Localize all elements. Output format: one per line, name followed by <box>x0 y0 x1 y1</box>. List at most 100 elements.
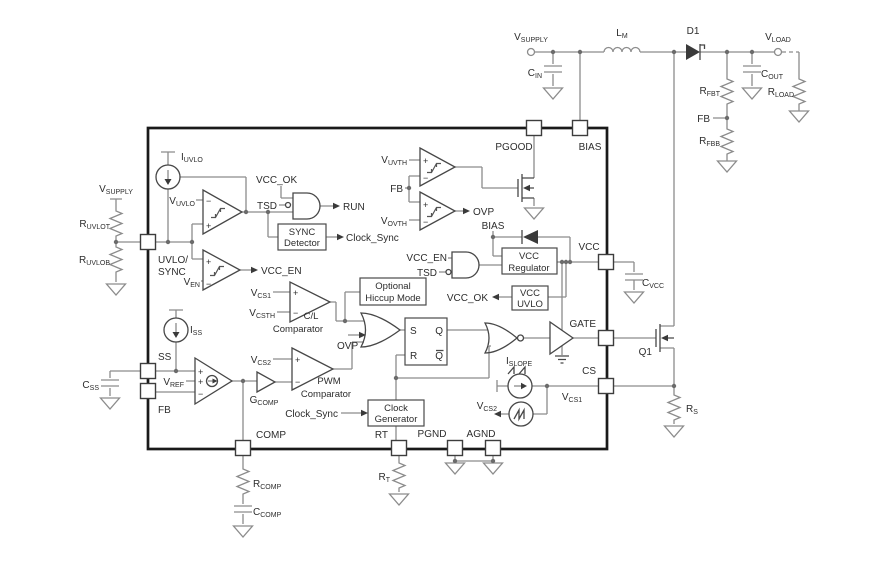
pgood-pin-label: PGOOD <box>495 142 532 153</box>
iuvlo-label: IUVLO <box>181 152 203 164</box>
vcc-ok-signal-label: VCC_OK <box>256 175 297 186</box>
error-amp-section: ISS CSS + + − VREF GCOMP + − VCS2 PWM Co… <box>82 309 351 538</box>
bias-signal-label: BIAS <box>482 221 505 232</box>
minus-sign: − <box>198 389 203 399</box>
sr-latch-block <box>404 317 448 366</box>
iss-label: ISS <box>190 325 202 337</box>
ground-symbol <box>523 207 545 220</box>
junction-dot <box>724 49 730 55</box>
pin-ss <box>139 362 157 380</box>
junction-dot <box>342 318 348 324</box>
uvlo-comparator <box>202 188 244 236</box>
vcc-regulator-block <box>501 247 558 275</box>
hiccup-mode-text: Hiccup Mode <box>365 293 420 304</box>
diode-d1 <box>686 44 706 60</box>
vcs2-label: VCS2 <box>251 355 271 367</box>
vuvlo-label: VUVLO <box>169 196 195 208</box>
cout-label: COUT <box>761 69 784 81</box>
bias-vcc-diode <box>521 230 538 244</box>
tsd-signal-label: TSD <box>257 201 277 212</box>
junction-dot <box>671 383 677 389</box>
vuvth-label: VUVTH <box>381 155 407 167</box>
inverter-bubble <box>284 201 292 209</box>
wires-top-rail <box>534 51 800 326</box>
pin-gate <box>597 329 615 347</box>
fb-node-label: FB <box>697 114 710 125</box>
minus-sign: − <box>206 196 211 206</box>
external-power-stage: VSUPPLY LM D1 VLOAD CIN COUT RLOAD RFBT … <box>514 26 810 326</box>
vload-label: VLOAD <box>765 32 791 44</box>
sync-detector-text: Detector <box>284 238 320 249</box>
ss-pin-label: SS <box>158 352 172 363</box>
rfbb-label: RFBB <box>699 136 720 148</box>
pgnd-pin-label: PGND <box>418 429 447 440</box>
latch-q-label: Q <box>435 326 443 337</box>
ground-symbol <box>105 283 127 296</box>
arrowhead <box>333 202 340 210</box>
junction-dot <box>406 185 412 191</box>
resistor-ruvlob <box>109 243 123 277</box>
hysteresis-icon <box>426 162 442 174</box>
vload-terminal <box>773 47 783 57</box>
pin-comp <box>234 439 252 457</box>
ground-symbol <box>716 160 738 173</box>
resistor-rfbt <box>720 75 734 109</box>
slope-comp-section: ISLOPE VCS2 VCS1 <box>477 356 599 427</box>
resistor-rt <box>392 459 406 493</box>
agnd-pin-label: AGND <box>467 429 496 440</box>
clock-generator-block <box>367 399 425 427</box>
inverter-bubble <box>516 334 525 342</box>
uvlo-sync-pin-label: SYNC <box>158 267 186 278</box>
ground-symbol <box>232 525 254 538</box>
plus-sign: + <box>295 355 300 365</box>
vcs1-net-label: VCS1 <box>562 392 582 404</box>
ovth-comparator <box>419 190 457 232</box>
vcc-ok-signal-label: VCC_OK <box>447 293 488 304</box>
resistor-rs <box>667 391 681 425</box>
wires-error-amp <box>109 309 292 524</box>
minus-sign: − <box>423 173 428 183</box>
hiccup-mode-block <box>359 277 427 306</box>
q1-label: Q1 <box>639 347 653 358</box>
ground-symbol <box>623 291 645 304</box>
sync-detector-block <box>277 223 327 251</box>
islope-current-source <box>507 373 533 399</box>
arrowhead <box>361 409 368 417</box>
ven-label: VEN <box>184 277 200 289</box>
gate-nor-gate <box>483 322 519 354</box>
ground-symbol <box>542 87 564 100</box>
pwm-comparator <box>291 346 335 392</box>
pin-agnd <box>484 439 502 457</box>
junction-dot <box>567 259 573 265</box>
wires-vcc-regulator <box>439 231 635 330</box>
junction-dot <box>452 458 458 464</box>
pgood-ovp-section: + − + − VUVTH VOVTH FB OVP <box>381 136 545 232</box>
vcs1-label: VCS1 <box>251 288 271 300</box>
pin-pgnd <box>446 439 464 457</box>
clock-generator-text: Clock <box>384 403 408 414</box>
junction-dot <box>490 458 496 464</box>
vsupply-label: VSUPPLY <box>514 32 548 44</box>
latch-s-label: S <box>410 326 417 337</box>
latch-r-label: R <box>410 351 417 362</box>
junction-dot <box>724 115 730 121</box>
gcomp-label: GCOMP <box>250 395 279 407</box>
pin-rt <box>390 439 408 457</box>
hysteresis-icon <box>209 265 225 277</box>
clock-generator-text: Generator <box>375 414 418 425</box>
arrowhead <box>463 207 470 215</box>
vcc-net-label: VCC <box>578 242 599 253</box>
ground-symbol <box>482 462 504 475</box>
q1-mosfet <box>655 324 674 352</box>
clock-sync-signal-label: Clock_Sync <box>285 409 338 420</box>
junction-dot <box>550 49 556 55</box>
fb-pin-label: FB <box>158 405 171 416</box>
pin-bias <box>571 119 589 137</box>
iuvlo-current-source <box>155 164 181 190</box>
external-uvlo-divider: VSUPPLY RUVLOT RUVLOB <box>79 184 141 296</box>
vcsth-label: VCSTH <box>249 308 275 320</box>
minus-sign: − <box>423 217 428 227</box>
rfbt-label: RFBT <box>700 86 721 98</box>
vsupply-terminal <box>526 47 536 57</box>
